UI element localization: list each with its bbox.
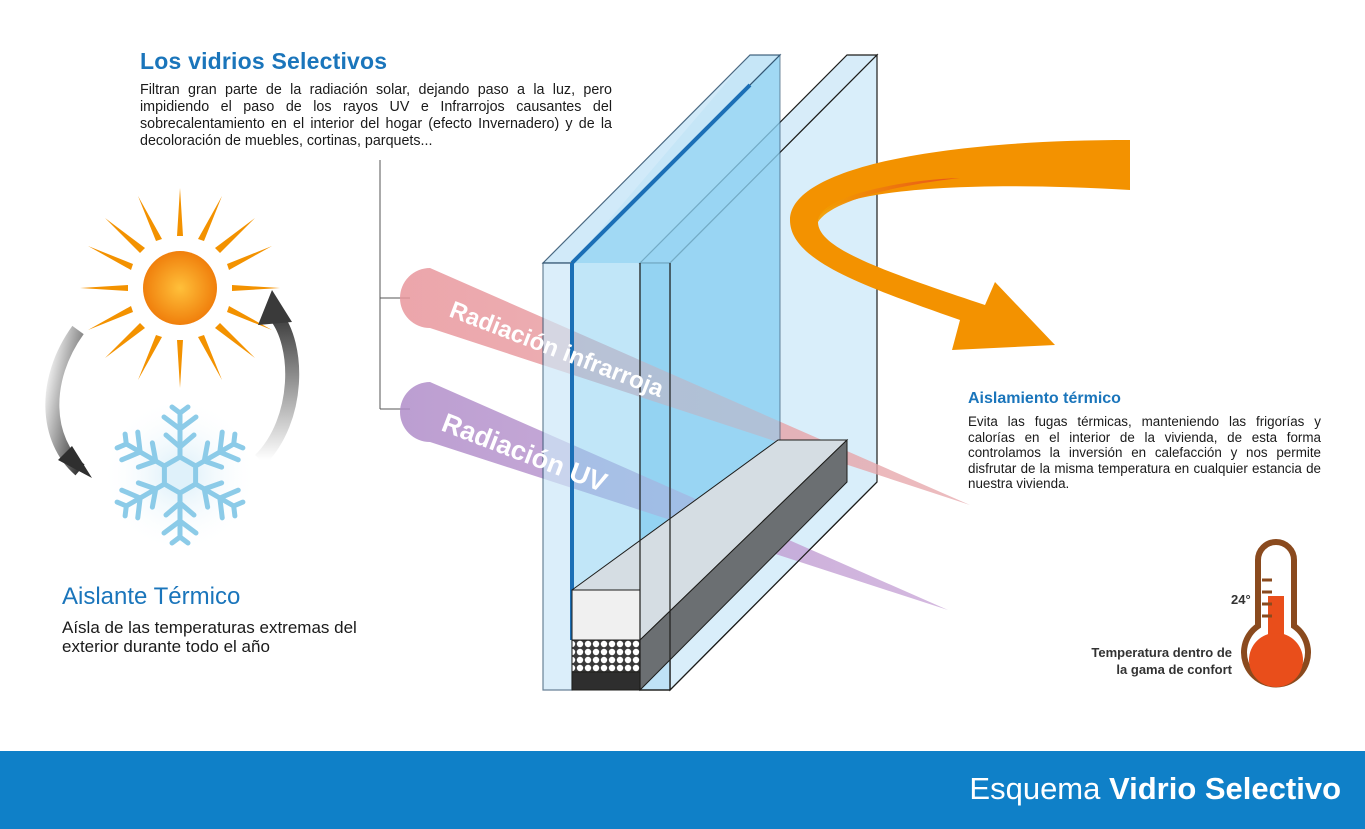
temperature-caption: Temperatura dentro de la gama de confort	[1040, 644, 1232, 678]
thermal-insulation-text: Evita las fugas térmicas, manteniendo la…	[968, 414, 1321, 491]
insulation-title: Aislante Térmico	[62, 583, 241, 610]
insulation-text: Aísla de las temperaturas extremas del e…	[62, 618, 357, 656]
temperature-caption-line1: Temperatura dentro de	[1091, 645, 1232, 660]
intro-text: Filtran gran parte de la radiación solar…	[140, 82, 612, 149]
thermal-insulation-title: Aislamiento térmico	[968, 390, 1121, 407]
heat-arrow-icon	[790, 140, 1130, 350]
footer-title-bold: Vidrio Selectivo	[1108, 771, 1341, 806]
footer-bar: Esquema Vidrio Selectivo	[0, 751, 1365, 829]
footer-title-light: Esquema	[969, 771, 1109, 806]
glass-edges	[639, 263, 878, 691]
footer-title: Esquema Vidrio Selectivo	[969, 771, 1341, 807]
glass-pane-front	[541, 53, 782, 691]
snowflake-icon	[102, 397, 258, 553]
temperature-caption-line2: la gama de confort	[1116, 662, 1232, 677]
thermometer-icon	[1241, 539, 1311, 688]
intro-title: Los vidrios Selectivos	[140, 48, 388, 74]
cycle-arrow-icon	[45, 290, 300, 478]
spacer-bar	[571, 438, 849, 692]
temperature-value: 24°	[1231, 592, 1251, 607]
sun-icon	[80, 188, 280, 388]
